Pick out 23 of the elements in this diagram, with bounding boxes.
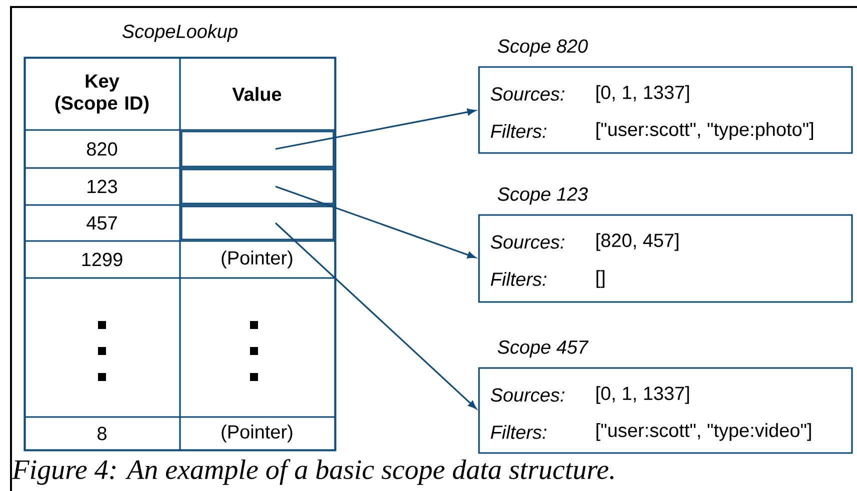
table-cell-text: (Pointer) <box>222 424 292 442</box>
table-cell <box>180 206 334 240</box>
node-label: Scope 123 <box>498 187 588 205</box>
node-label: Scope 820 <box>498 39 588 57</box>
table-cell-text: 1299 <box>82 252 122 266</box>
record-box: Scope 123 Sources: [820, 457] Filters: [] <box>478 187 853 303</box>
table-cell <box>180 130 334 168</box>
table-cell-text: 8 <box>98 426 106 440</box>
table-cell-text: (Pointer) <box>222 250 292 268</box>
arrow <box>274 222 477 409</box>
column-header: Value <box>232 87 282 101</box>
lookup-table: ScopeLookup <box>122 24 238 42</box>
caption: Figure 4: An example of a basic scope data structure. <box>12 459 614 485</box>
table-cell-text: 123 <box>88 180 117 194</box>
record-box: Scope 820 Sources: [0, 1, 1337] Filters: ["user:scott", "type:photo"] <box>478 39 853 154</box>
table-cell-text: 457 <box>86 216 117 230</box>
record-box: Scope 457 Sources: [0, 1, 1337] Filters: ["user:scott", "type:video"] <box>478 340 853 454</box>
table-cell-text: 820 <box>86 142 118 156</box>
column-header: Key (Scope ID) <box>55 74 149 114</box>
node-label: Scope 457 <box>498 340 589 358</box>
arrow <box>275 108 476 150</box>
table-cell <box>180 168 334 204</box>
arrow <box>275 186 476 258</box>
